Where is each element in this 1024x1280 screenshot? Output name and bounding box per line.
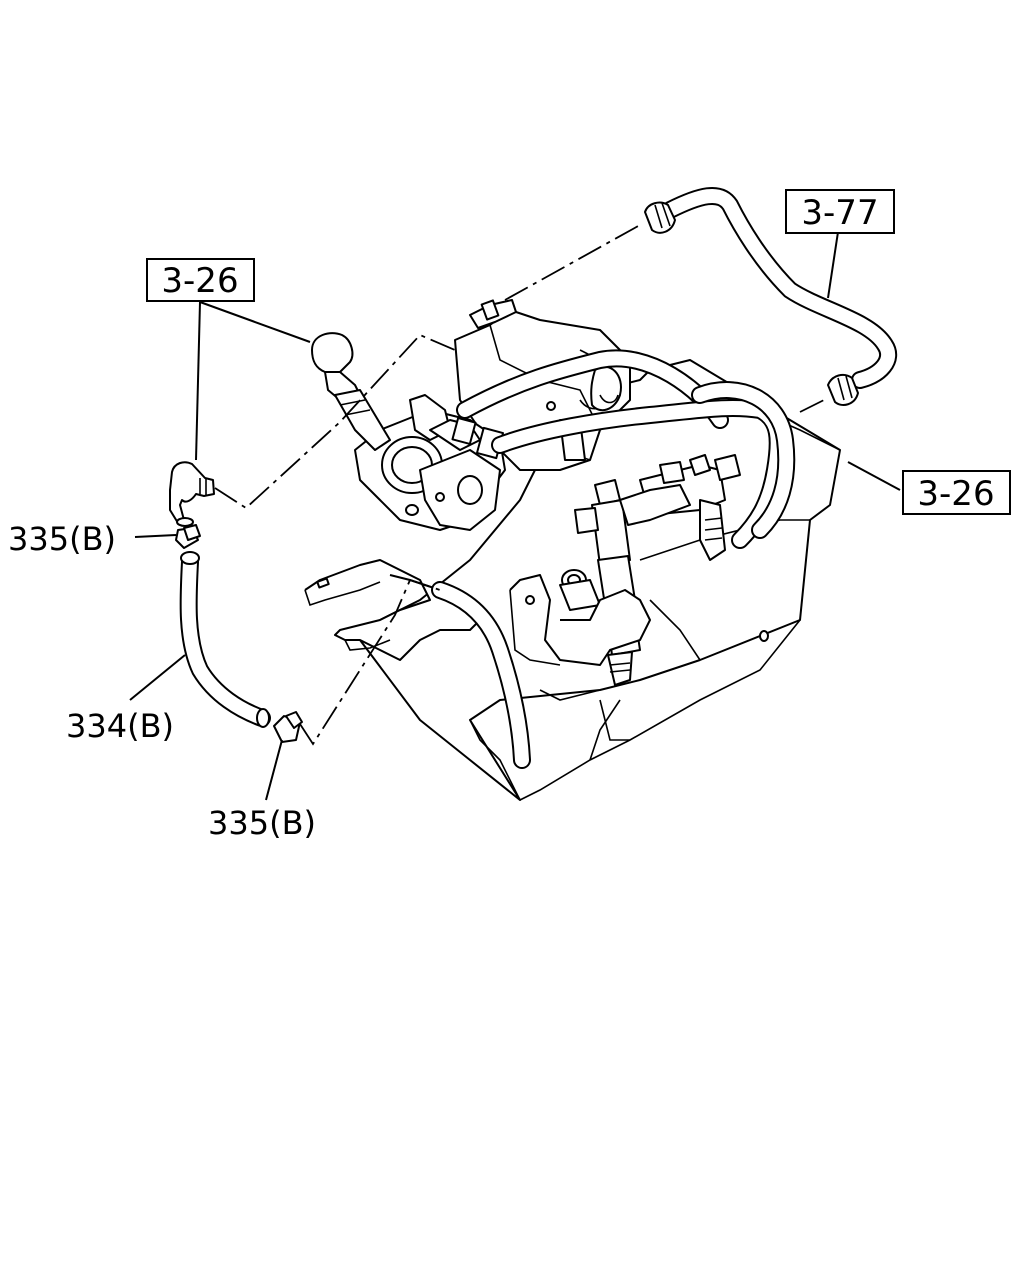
pump-housing bbox=[354, 394, 506, 531]
clamp-lower bbox=[273, 711, 303, 743]
ref-box-3-26-left[interactable]: 3-26 bbox=[146, 258, 255, 302]
pipe-3-77 bbox=[644, 186, 898, 406]
top-nipple bbox=[469, 299, 517, 329]
lower-pipe bbox=[431, 581, 531, 769]
clamp-upper bbox=[134, 524, 201, 549]
elbow-fitting bbox=[169, 461, 215, 527]
hose-334b bbox=[179, 551, 271, 728]
label-334b: 334(B) bbox=[66, 707, 174, 745]
ref-3-77-text: 3-77 bbox=[801, 193, 878, 233]
ref-3-26-right-text: 3-26 bbox=[917, 474, 994, 514]
leader-lines bbox=[129, 224, 901, 801]
side-plate bbox=[509, 574, 651, 666]
upper-hose bbox=[456, 349, 796, 549]
filler-neck bbox=[311, 332, 391, 451]
ref-box-3-77[interactable]: 3-77 bbox=[785, 189, 895, 234]
label-335b-upper: 335(B) bbox=[8, 520, 116, 558]
ref-box-3-26-right[interactable]: 3-26 bbox=[902, 470, 1011, 515]
label-335b-lower: 335(B) bbox=[208, 804, 316, 842]
ref-3-26-left-text: 3-26 bbox=[161, 261, 238, 301]
